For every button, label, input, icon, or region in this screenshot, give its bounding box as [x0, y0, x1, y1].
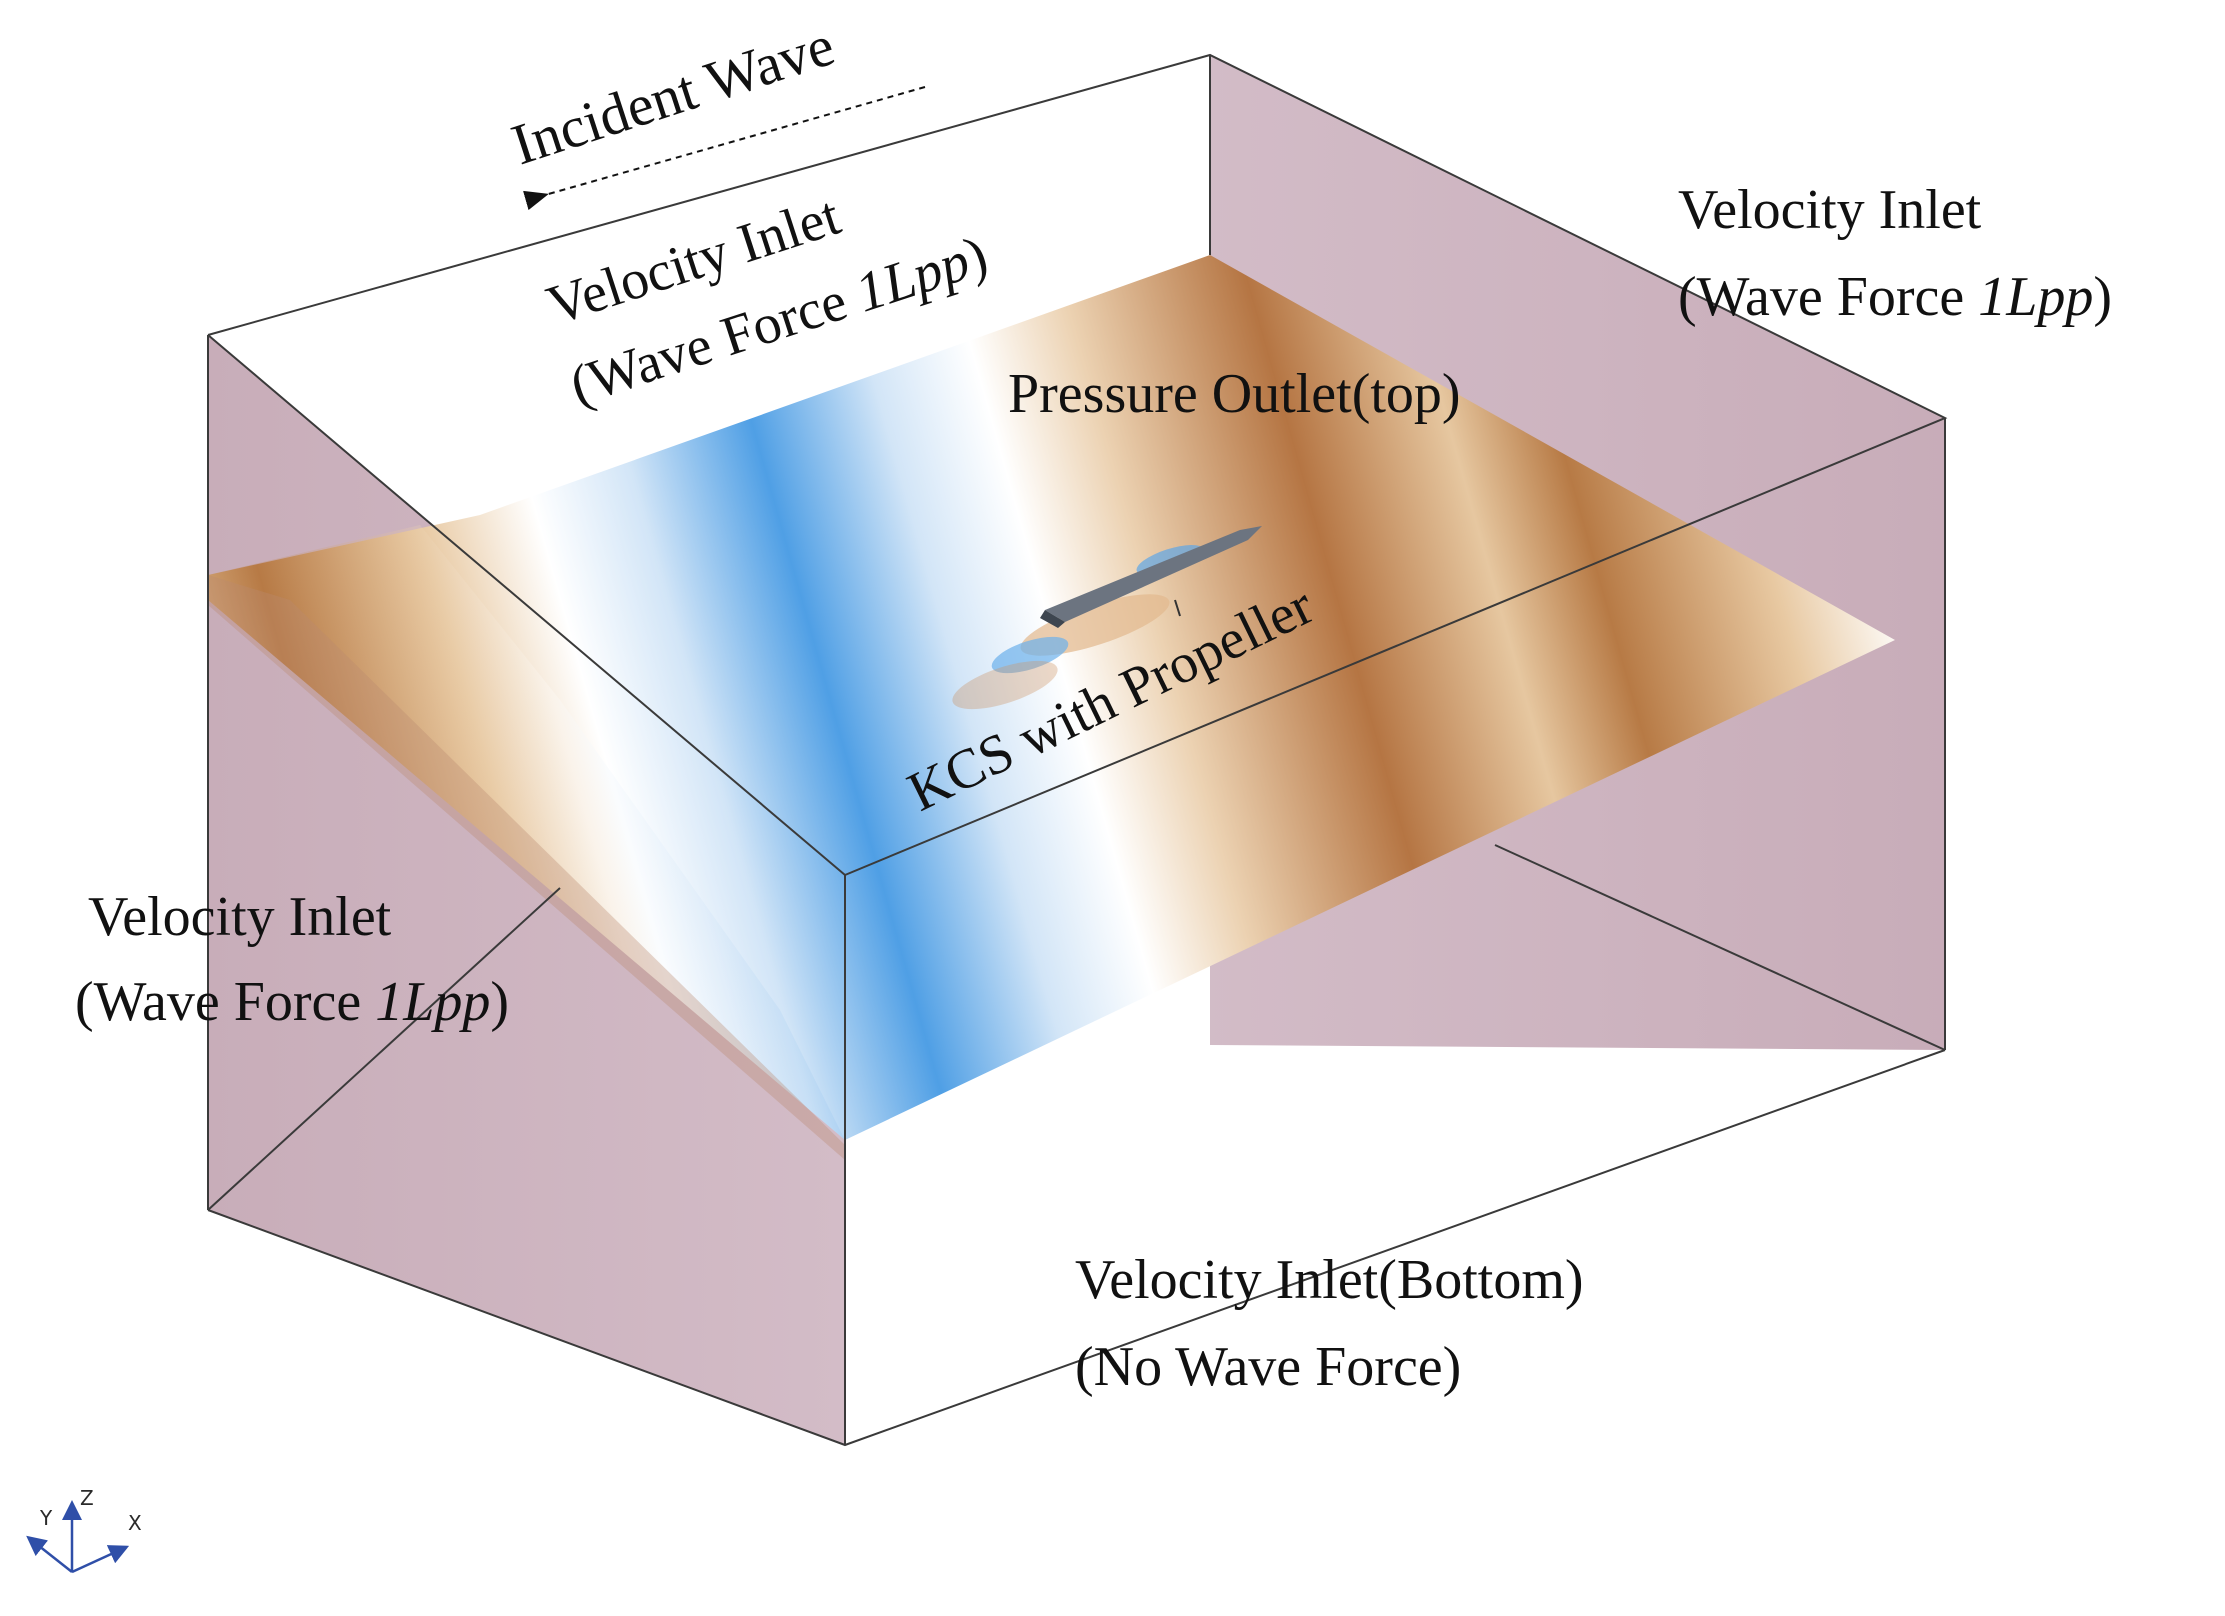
axis-triad: Y Z X — [26, 1486, 142, 1574]
kcs-ship-hull — [1040, 526, 1262, 628]
domain-box-edges — [207, 53, 1948, 1447]
left-face-wave-strip — [208, 575, 845, 1160]
left-inlet-label-line2: (Wave Force 1Lpp) — [75, 971, 509, 1033]
axis-y-label: Y — [39, 1506, 53, 1530]
ship-wake-pattern — [952, 544, 1204, 710]
bottom-inlet-label-line1: Velocity Inlet(Bottom) — [1075, 1249, 1584, 1311]
axis-z-label: Z — [80, 1486, 94, 1510]
pressure-outlet-label: Pressure Outlet(top) — [1008, 363, 1461, 425]
right-inlet-label-line1: Velocity Inlet — [1678, 179, 1982, 241]
incident-wave-label: Incident Wave — [504, 12, 842, 177]
free-surface-wave-field — [208, 255, 1895, 1140]
right-inlet-label-line2: (Wave Force 1Lpp) — [1678, 266, 2112, 328]
bottom-inlet-label-line2: (No Wave Force) — [1075, 1336, 1461, 1398]
left-inlet-label-line1: Velocity Inlet — [88, 886, 392, 948]
axis-x-label: X — [128, 1511, 142, 1535]
